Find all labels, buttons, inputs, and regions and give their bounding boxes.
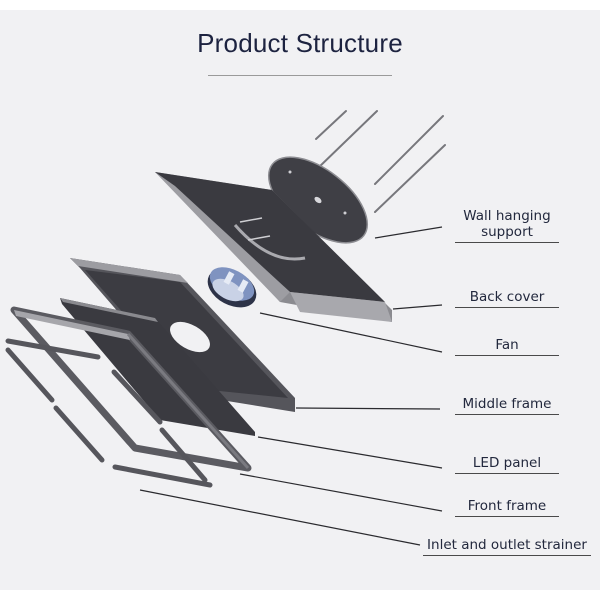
leader-lines bbox=[139, 226, 443, 546]
screw bbox=[316, 110, 378, 170]
title-underline bbox=[208, 75, 392, 76]
label-back-cover: Back cover bbox=[455, 289, 559, 308]
label-text: support bbox=[481, 224, 533, 240]
label-text: Fan bbox=[495, 337, 519, 353]
label-underline bbox=[423, 555, 591, 556]
label-text: Inlet and outlet strainer bbox=[427, 537, 587, 553]
strainer-bar bbox=[112, 464, 213, 488]
leader-line-front-frame bbox=[239, 473, 443, 512]
fan-part bbox=[207, 267, 257, 308]
screws bbox=[315, 110, 446, 213]
strainer-bar bbox=[53, 405, 105, 463]
middle-frame-part bbox=[70, 258, 295, 412]
leader-line-fan bbox=[259, 312, 443, 353]
front-frame-part bbox=[10, 306, 252, 472]
screw bbox=[374, 144, 446, 213]
label-text: Back cover bbox=[469, 289, 545, 305]
label-underline bbox=[455, 307, 559, 308]
screw bbox=[315, 110, 347, 140]
label-inlet-outlet-strainer: Inlet and outlet strainer bbox=[423, 537, 591, 556]
strainer-bar bbox=[111, 369, 163, 425]
strainer-bar bbox=[159, 427, 208, 483]
label-underline bbox=[455, 414, 559, 415]
leader-line-middle-frame bbox=[295, 407, 441, 410]
leader-line-led-panel bbox=[257, 436, 443, 469]
label-middle-frame: Middle frame bbox=[455, 396, 559, 415]
label-text: LED panel bbox=[472, 455, 542, 471]
inlet-outlet-strainer-part bbox=[5, 338, 213, 488]
leader-line-back-cover bbox=[392, 304, 443, 310]
label-led-panel: LED panel bbox=[455, 455, 559, 474]
strainer-bar bbox=[5, 338, 101, 360]
label-front-frame: Front frame bbox=[455, 498, 559, 517]
page-title: Product Structure bbox=[197, 28, 403, 58]
leader-line-wall-hanging-support bbox=[374, 226, 443, 239]
screw bbox=[374, 115, 444, 185]
label-wall-hanging-support: Wall hanging support bbox=[455, 208, 559, 243]
label-text: Front frame bbox=[467, 498, 547, 514]
label-underline bbox=[455, 516, 559, 517]
label-underline bbox=[455, 242, 559, 243]
label-fan: Fan bbox=[455, 337, 559, 356]
label-text: Middle frame bbox=[462, 396, 552, 412]
back-cover-part bbox=[155, 172, 392, 322]
label-underline bbox=[455, 473, 559, 474]
label-text: Wall hanging bbox=[463, 208, 551, 224]
leader-line-inlet-outlet-strainer bbox=[139, 489, 421, 546]
label-underline bbox=[455, 355, 559, 356]
strainer-bar bbox=[5, 347, 55, 403]
